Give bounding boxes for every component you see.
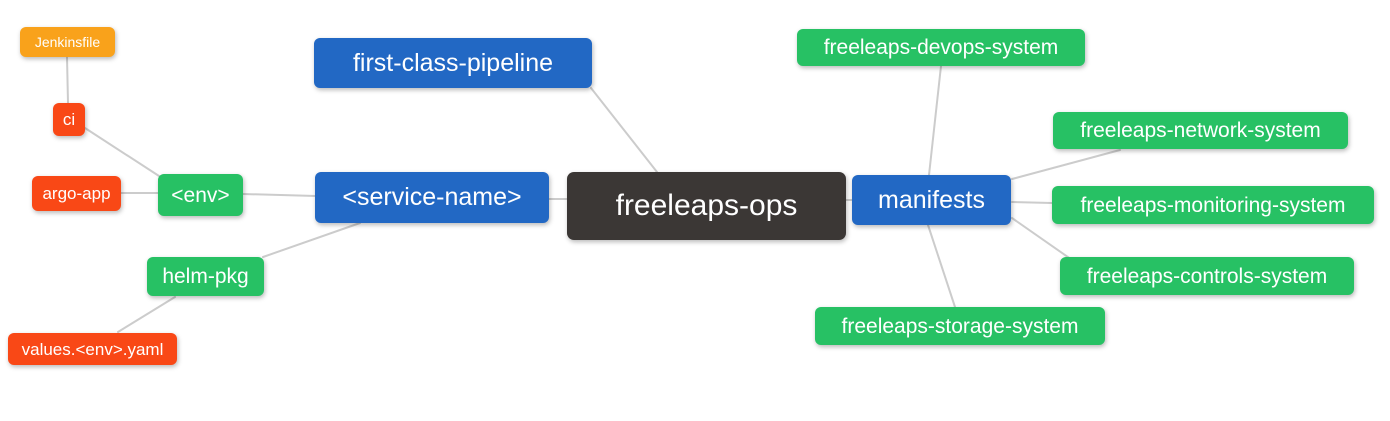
node-controls-system[interactable]: freeleaps-controls-system [1060,257,1354,295]
node-monitoring-system[interactable]: freeleaps-monitoring-system [1052,186,1374,224]
node-ci[interactable]: ci [53,103,85,136]
node-storage-system[interactable]: freeleaps-storage-system [815,307,1105,345]
edge-service-name--helm-pkg [262,222,361,258]
node-freeleaps-ops[interactable]: freeleaps-ops [567,172,846,240]
edge-manifests--monitoring-system [1011,201,1053,204]
node-first-class-pipeline[interactable]: first-class-pipeline [314,38,592,88]
edge-helm-pkg--values-env-yaml [117,296,176,333]
edge-jenkinsfile--ci [66,56,69,104]
node-service-name[interactable]: <service-name> [315,172,549,223]
edge-env--service-name [242,193,317,197]
node-jenkinsfile[interactable]: Jenkinsfile [20,27,115,57]
edge-first-class-pipeline--freeleaps-ops [590,87,658,173]
node-values-env-yaml[interactable]: values.<env>.yaml [8,333,177,365]
node-devops-system[interactable]: freeleaps-devops-system [797,29,1085,66]
node-helm-pkg[interactable]: helm-pkg [147,257,264,296]
edge-manifests--devops-system [928,65,942,176]
node-manifests[interactable]: manifests [852,175,1011,225]
node-env[interactable]: <env> [158,174,243,216]
edge-manifests--network-system [1011,149,1121,180]
edge-manifests--storage-system [927,224,956,308]
node-network-system[interactable]: freeleaps-network-system [1053,112,1348,149]
node-argo-app[interactable]: argo-app [32,176,121,211]
edge-ci--env [84,127,160,177]
edge-manifests--controls-system [1011,217,1076,263]
